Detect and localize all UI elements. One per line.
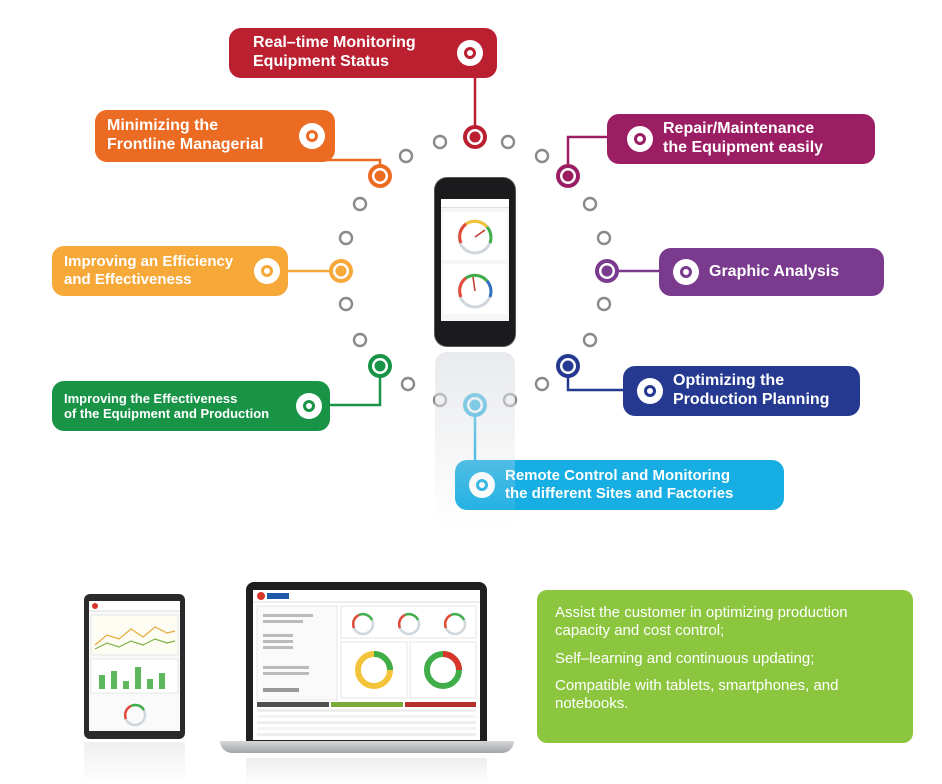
- feature-label: Minimizing the Frontline Managerial: [107, 117, 264, 153]
- ring-dot: [338, 230, 354, 246]
- feature-label: Graphic Analysis: [709, 262, 840, 280]
- ring-dot: [432, 134, 448, 150]
- ring-dot: [582, 332, 598, 348]
- target-icon: [627, 126, 653, 152]
- tablet-reflection: [84, 742, 185, 784]
- laptop-base: [220, 741, 514, 753]
- benefit-line: Assist the customer in optimizing produc…: [555, 604, 848, 640]
- ring-dot: [534, 148, 550, 164]
- ring-dot: [400, 376, 416, 392]
- feature-label: Real–time Monitoring Equipment Status: [253, 34, 416, 70]
- ring-dot: [500, 134, 516, 150]
- tablet-mockup: [84, 594, 185, 739]
- ring-node: [595, 259, 619, 283]
- ring-dot: [398, 148, 414, 164]
- target-icon: [457, 40, 483, 66]
- feature-label: Optimizing the Production Planning: [673, 372, 830, 408]
- ring-dot: [352, 332, 368, 348]
- ring-node: [368, 164, 392, 188]
- feature-efficiency: Improving an Efficiency and Effectivenes…: [52, 246, 288, 296]
- tablet-dashboard: [89, 601, 180, 727]
- ring-node: [368, 354, 392, 378]
- phone-reflection: [435, 352, 515, 527]
- laptop-reflection: [246, 758, 487, 784]
- phone-gauges: [443, 212, 507, 314]
- target-icon: [254, 258, 280, 284]
- ring-node: [463, 125, 487, 149]
- connector-line: [566, 135, 607, 176]
- ring-node: [329, 259, 353, 283]
- laptop-dashboard: [253, 590, 480, 736]
- ring-node: [556, 164, 580, 188]
- phone-header-bar: [441, 199, 509, 208]
- feature-equipment-production: Improving the Effectiveness of the Equip…: [52, 381, 330, 431]
- ring-dot: [338, 296, 354, 312]
- laptop-mockup: [246, 582, 487, 742]
- benefit-line: Compatible with tablets, smartphones, an…: [555, 676, 839, 713]
- ring-dot: [352, 196, 368, 212]
- feature-graphic-analysis: Graphic Analysis: [659, 248, 884, 296]
- target-icon: [637, 378, 663, 404]
- ring-node: [556, 354, 580, 378]
- feature-label: Repair/Maintenance the Equipment easily: [663, 120, 824, 156]
- target-icon: [296, 393, 322, 419]
- ring-dot: [596, 296, 612, 312]
- benefit-line: Self–learning and continuous updating;: [555, 649, 815, 667]
- ring-dot: [596, 230, 612, 246]
- feature-production-planning: Optimizing the Production Planning: [623, 366, 860, 416]
- feature-repair-maintenance: Repair/Maintenance the Equipment easily: [607, 114, 875, 164]
- connector-line: [330, 366, 382, 407]
- feature-label: Remote Control and Monitoring the differ…: [505, 467, 734, 502]
- benefits-box: Assist the customer in optimizing produc…: [537, 590, 913, 743]
- feature-minimizing-managerial: Minimizing the Frontline Managerial: [95, 110, 335, 162]
- target-icon: [299, 123, 325, 149]
- feature-realtime-monitoring: Real–time Monitoring Equipment Status: [229, 28, 497, 78]
- feature-label: Improving an Efficiency and Effectivenes…: [64, 253, 234, 288]
- smartphone-mockup: [435, 178, 515, 346]
- tablet-screen: [89, 601, 180, 731]
- target-icon: [673, 259, 699, 285]
- laptop-screen: [253, 590, 480, 740]
- feature-label: Improving the Effectiveness of the Equip…: [64, 390, 270, 421]
- ring-dot: [582, 196, 598, 212]
- phone-screen: [441, 199, 509, 321]
- ring-dot: [534, 376, 550, 392]
- ring-dots: [338, 134, 612, 408]
